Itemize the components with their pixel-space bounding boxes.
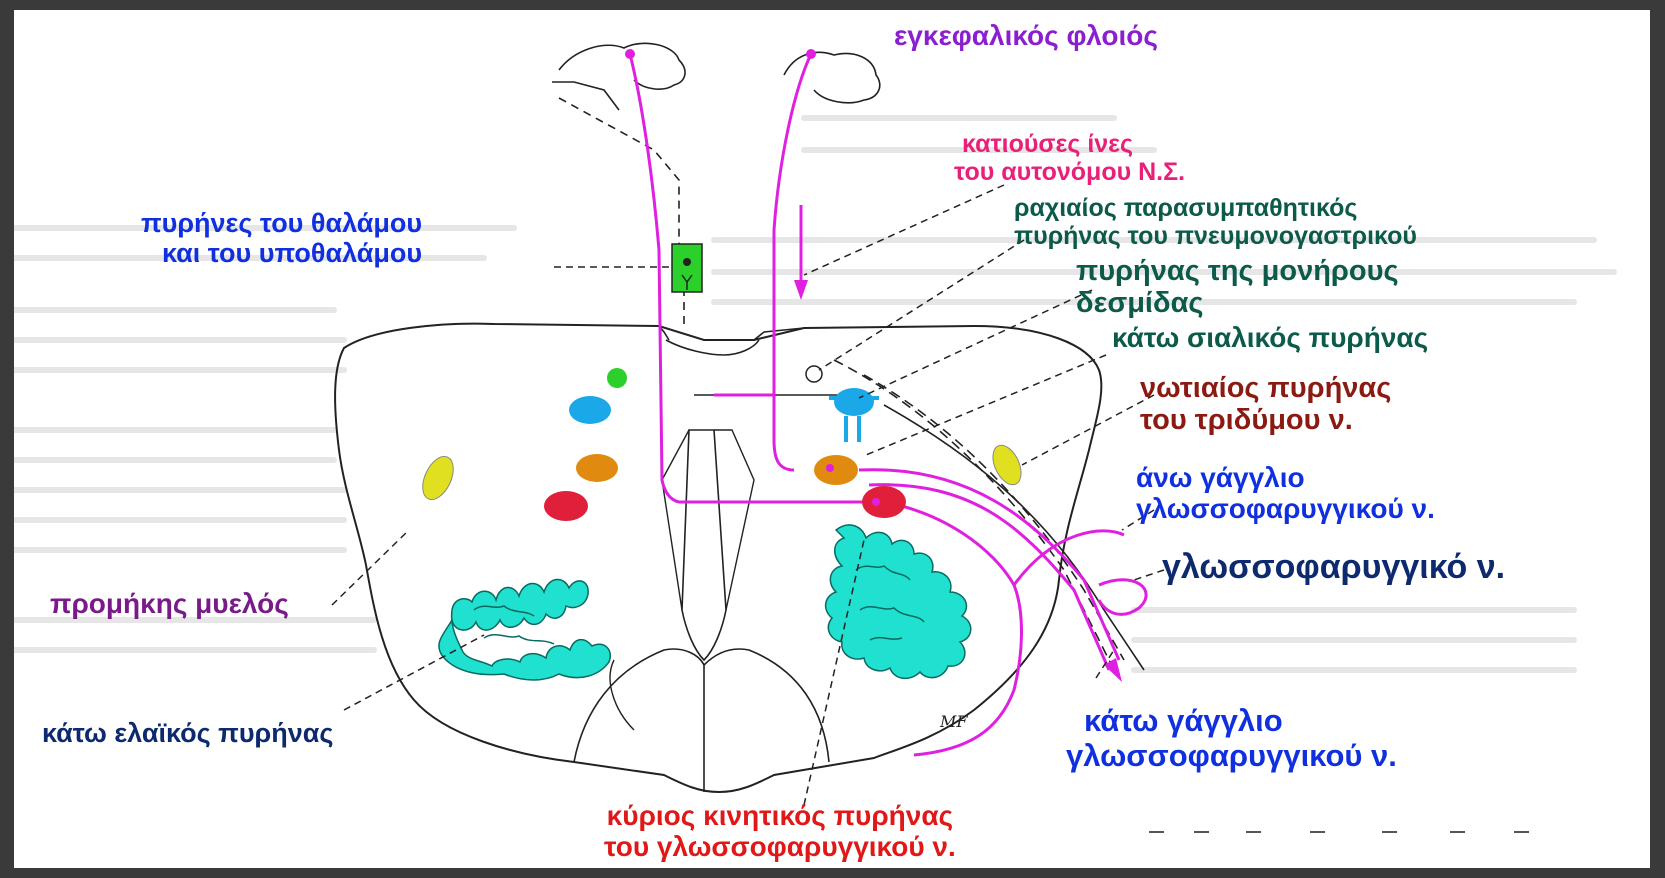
label-medulla: προμήκης μυελός — [50, 588, 289, 619]
right-orange-nucleus — [814, 455, 858, 485]
label-cortex: εγκεφαλικός φλοιός — [894, 20, 1158, 51]
label-cortex-line: εγκεφαλικός φλοιός — [894, 20, 1158, 51]
leader-lines — [332, 185, 1164, 805]
label-solitary-line1: πυρήνας της μονήρους — [1076, 255, 1399, 287]
cell-dot-2 — [872, 498, 880, 506]
label-inferior-ganglion: κάτω γάγγλιο γλωσσοφαρυγγικού ν. — [1066, 704, 1397, 773]
label-superior-ganglion-line2: γλωσσοφαρυγγικού ν. — [1136, 493, 1435, 524]
label-thalamus-nuclei-line2: και του υποθαλάμου — [134, 238, 422, 268]
left-olivary-nucleus — [439, 579, 610, 680]
label-motor-nucleus: κύριος κινητικός πυρήνας του γλωσσοφαρυγ… — [604, 800, 956, 863]
left-red-nucleus — [544, 491, 588, 521]
label-parasympathetic-line1: ραχιαίος παρασυμπαθητικός — [1014, 194, 1417, 222]
label-olivary-nucleus: κάτω ελαϊκός πυρήνας — [42, 718, 333, 748]
label-inferior-ganglion-line1: κάτω γάγγλιο — [1066, 704, 1397, 739]
label-solitary-nucleus: πυρήνας της μονήρους δεσμίδας — [1076, 255, 1399, 320]
label-parasympathetic-line2: πυρήνας του πνευμονογαστρικού — [1014, 222, 1417, 250]
label-thalamus-nuclei-line1: πυρήνες του θαλάμου — [134, 208, 422, 238]
label-motor-line1: κύριος κινητικός πυρήνας — [604, 800, 956, 831]
label-salivatory-nucleus: κάτω σιαλικός πυρήνας — [1112, 322, 1428, 353]
label-superior-ganglion: άνω γάγγλιο γλωσσοφαρυγγικού ν. — [1136, 462, 1435, 525]
label-descending-fibers: κατιούσες ίνες του αυτονόμου Ν.Σ. — [954, 130, 1185, 186]
thalamus-neuron — [683, 258, 691, 266]
artist-signature: MF — [939, 712, 968, 731]
label-glossopharyngeal-nerve-line: γλωσσοφαρυγγικό ν. — [1162, 548, 1505, 586]
pyramid-sides — [610, 430, 754, 730]
label-thalamus-nuclei: πυρήνες του θαλάμου και του υποθαλάμου — [134, 208, 422, 268]
label-inferior-ganglion-line2: γλωσσοφαρυγγικού ν. — [1066, 739, 1397, 774]
left-yellow-nucleus — [416, 452, 459, 505]
label-trigeminal-line2: του τριδύμου ν. — [1140, 404, 1391, 436]
label-superior-ganglion-line1: άνω γάγγλιο — [1136, 462, 1435, 493]
left-green-nucleus — [607, 368, 627, 388]
label-trigeminal-nucleus: νωτιαίος πυρήνας του τριδύμου ν. — [1140, 372, 1391, 437]
label-parasympathetic-nucleus: ραχιαίος παρασυμπαθητικός πυρήνας του πν… — [1014, 194, 1417, 250]
label-salivatory-line: κάτω σιαλικός πυρήνας — [1112, 322, 1428, 353]
arrow-descending — [794, 280, 808, 300]
right-olivary-nucleus — [826, 525, 971, 678]
right-red-nucleus — [862, 486, 906, 518]
cortex-neuron-right — [806, 49, 816, 59]
label-descending-fibers-line2: του αυτονόμου Ν.Σ. — [954, 158, 1185, 186]
pyramid-lower — [574, 649, 829, 792]
slide: MF εγκεφαλικός φλοιός κατιούσες ίνες του… — [14, 10, 1650, 868]
left-orange-nucleus — [576, 454, 618, 482]
right-solitary-nucleus — [806, 366, 822, 382]
label-descending-fibers-line1: κατιούσες ίνες — [954, 130, 1185, 158]
label-solitary-line2: δεσμίδας — [1076, 287, 1399, 319]
cortex-neuron-left — [625, 49, 635, 59]
cortex-right — [784, 52, 880, 102]
cell-dot-1 — [826, 464, 834, 472]
label-medulla-line: προμήκης μυελός — [50, 588, 289, 619]
right-blue-nucleus — [834, 388, 874, 416]
label-glossopharyngeal-nerve: γλωσσοφαρυγγικό ν. — [1162, 548, 1505, 586]
left-pyramid — [682, 430, 726, 660]
left-blue-nucleus — [569, 396, 611, 424]
label-trigeminal-line1: νωτιαίος πυρήνας — [1140, 372, 1391, 404]
label-motor-line2: του γλωσσοφαρυγγικού ν. — [604, 831, 956, 862]
label-olivary-line: κάτω ελαϊκός πυρήνας — [42, 718, 333, 748]
